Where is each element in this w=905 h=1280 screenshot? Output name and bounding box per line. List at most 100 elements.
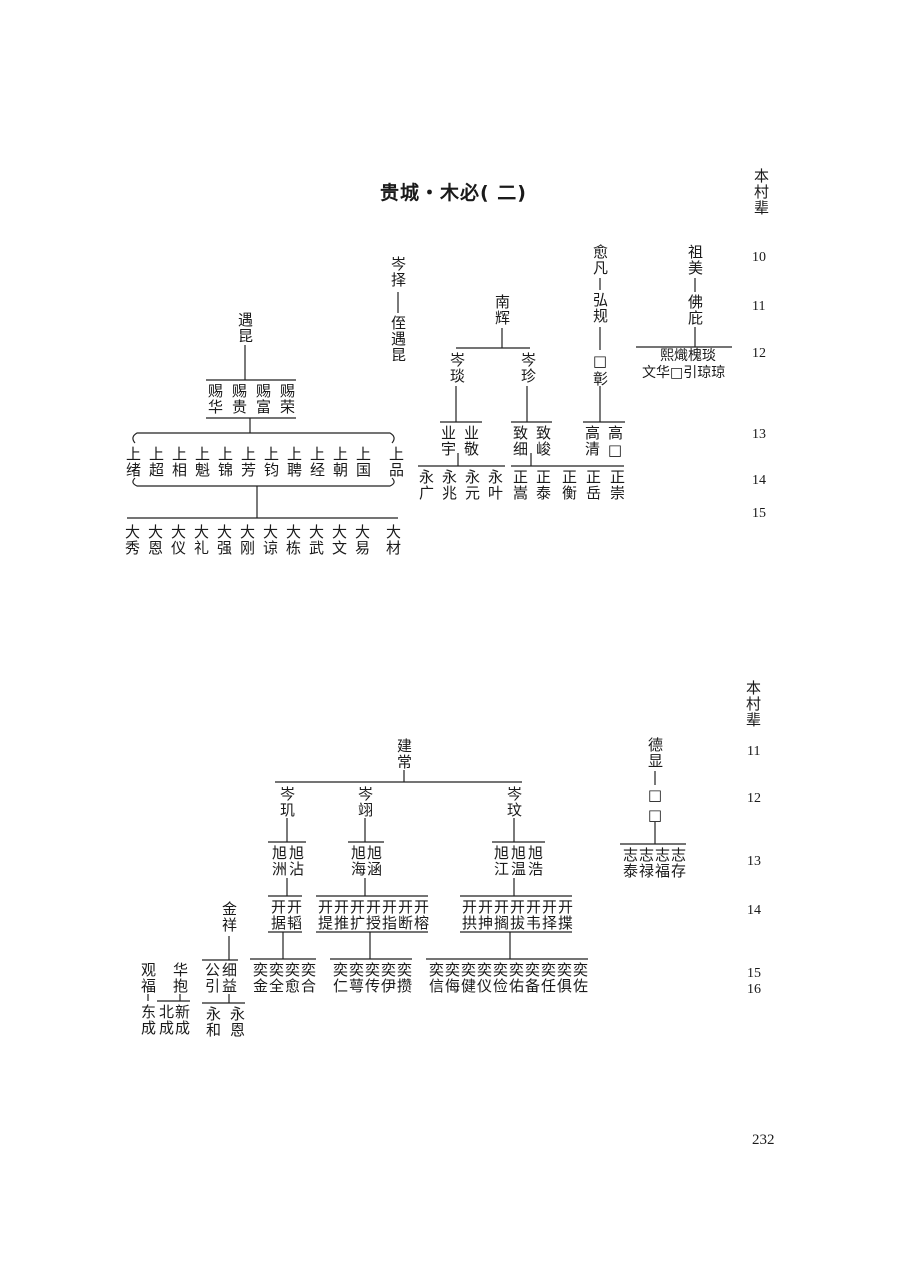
person-name: 正衡 <box>560 469 578 501</box>
person-name: 开指 <box>380 899 398 931</box>
person-name: 志福 <box>653 847 671 879</box>
person-name: 奕金 <box>251 962 269 994</box>
person-name: 志存 <box>669 847 687 879</box>
generation-header: 本村辈 <box>752 168 770 216</box>
person-name: 旭沾 <box>287 845 305 877</box>
person-name: 奕佑 <box>507 962 525 994</box>
person-name: 公引 <box>203 962 221 994</box>
generation-number: 16 <box>747 982 761 997</box>
person-name: 弘规 <box>591 292 609 324</box>
person-name: 旭温 <box>509 845 527 877</box>
generation-number: 12 <box>747 791 761 806</box>
person-name: 奕侮 <box>443 962 461 994</box>
person-name: 东成 <box>139 1004 157 1036</box>
person-name: 奕任 <box>539 962 557 994</box>
person-name: 上国 <box>354 446 372 478</box>
person-name: 奕伊 <box>379 962 397 994</box>
person-name: 大仪 <box>169 524 187 556</box>
person-name: 大武 <box>307 524 325 556</box>
person-name: 永广 <box>417 469 435 501</box>
person-name: □ <box>646 786 664 805</box>
person-name: 熙熾槐琰 <box>660 348 716 364</box>
person-name: 岑珍 <box>519 352 537 384</box>
person-name: 岑玑 <box>278 786 296 818</box>
person-name: 大文 <box>330 524 348 556</box>
person-name: 正嵩 <box>511 469 529 501</box>
person-name: 开授 <box>364 899 382 931</box>
person-name: 佛庇 <box>686 294 704 326</box>
person-name: 旭洲 <box>270 845 288 877</box>
person-name: 致细 <box>511 425 529 457</box>
person-name: 奕仁 <box>331 962 349 994</box>
person-name: 建常 <box>395 738 413 770</box>
person-name: 大强 <box>215 524 233 556</box>
generation-number: 14 <box>747 903 761 918</box>
page-number: 232 <box>752 1132 775 1148</box>
person-name: 永兆 <box>440 469 458 501</box>
person-name: 岑玟 <box>505 786 523 818</box>
person-name: 上品 <box>387 446 405 478</box>
person-name: 开据 <box>269 899 287 931</box>
person-name: 开抻 <box>476 899 494 931</box>
person-name: 永叶 <box>486 469 504 501</box>
person-name: □彰 <box>591 352 609 387</box>
person-name: 奕传 <box>363 962 381 994</box>
person-name: 开拱 <box>460 899 478 931</box>
person-name: 奕俭 <box>491 962 509 994</box>
generation-number: 14 <box>752 473 766 488</box>
person-name: 志泰 <box>621 847 639 879</box>
generation-number: 15 <box>747 966 761 981</box>
person-name: 奕佐 <box>571 962 589 994</box>
person-name: 上绪 <box>124 446 142 478</box>
person-name: 新成 <box>173 1004 191 1036</box>
person-name: 上超 <box>147 446 165 478</box>
person-name: 开择 <box>540 899 558 931</box>
person-name: 金祥 <box>220 901 238 933</box>
person-name: 大栋 <box>284 524 302 556</box>
person-name: 华抱 <box>171 962 189 994</box>
person-name: 奕愈 <box>283 962 301 994</box>
person-name: 文华□引琼琼 <box>642 365 726 381</box>
person-name: 开扩 <box>348 899 366 931</box>
person-name: 南辉 <box>493 294 511 326</box>
person-name: 大秀 <box>123 524 141 556</box>
generation-number: 10 <box>752 250 766 265</box>
person-name: 旭浩 <box>526 845 544 877</box>
generation-number: 13 <box>747 854 761 869</box>
person-name: 奕萼 <box>347 962 365 994</box>
person-name: 上钧 <box>262 446 280 478</box>
person-name: 志禄 <box>637 847 655 879</box>
person-name: 赐华 <box>206 383 224 415</box>
generation-number: 15 <box>752 506 766 521</box>
person-name: 赐荣 <box>278 383 296 415</box>
person-name: 开断 <box>396 899 414 931</box>
person-name: 上魁 <box>193 446 211 478</box>
person-name: 开揲 <box>556 899 574 931</box>
person-name: 岑翊 <box>356 786 374 818</box>
person-name: 永元 <box>463 469 481 501</box>
person-name: 正泰 <box>534 469 552 501</box>
page-title: 贵城・木必( 二) <box>380 182 527 204</box>
person-name: 德显 <box>646 737 664 769</box>
person-name: 奕合 <box>299 962 317 994</box>
person-name: 奕健 <box>459 962 477 994</box>
generation-number: 13 <box>752 427 766 442</box>
person-name: 高□ <box>606 425 624 460</box>
person-name: 旭涵 <box>365 845 383 877</box>
person-name: 旭海 <box>349 845 367 877</box>
person-name: 大易 <box>353 524 371 556</box>
person-name: 开拔 <box>508 899 526 931</box>
person-name: 业宇 <box>439 425 457 457</box>
person-name: 奕全 <box>267 962 285 994</box>
person-name: 上聘 <box>285 446 303 478</box>
person-name: 开提 <box>316 899 334 931</box>
person-name: 奕仪 <box>475 962 493 994</box>
person-name: 赐富 <box>254 383 272 415</box>
person-name: 祖美 <box>686 244 704 276</box>
generation-header: 本村辈 <box>744 680 762 728</box>
person-name: 大礼 <box>192 524 210 556</box>
person-name: 永和 <box>204 1006 222 1038</box>
person-name: 大刚 <box>238 524 256 556</box>
person-name: 上锦 <box>216 446 234 478</box>
